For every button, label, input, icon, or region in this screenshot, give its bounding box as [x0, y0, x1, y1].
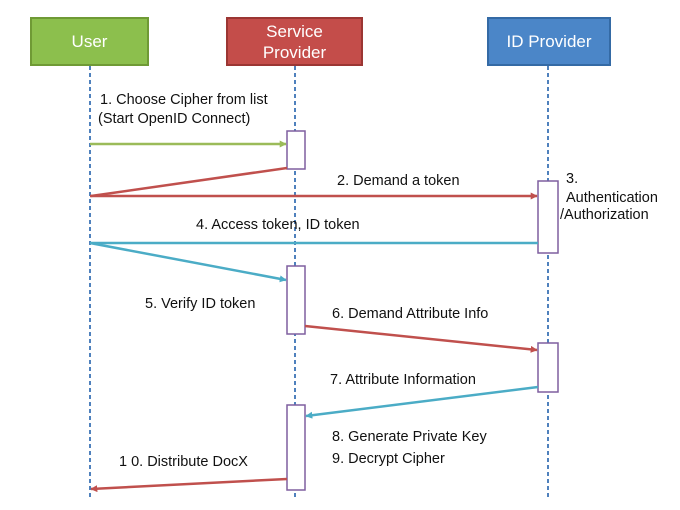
arrow-10-distribute-docx	[90, 477, 288, 493]
actor-service-provider: Service Provider	[226, 17, 363, 66]
step-10-label: 1 0. Distribute DocX	[119, 454, 248, 470]
activation-sp-3	[286, 404, 306, 491]
activation-idp-1	[537, 180, 559, 254]
step-8-label: 8. Generate Private Key	[332, 429, 487, 445]
arrow-sp-return	[90, 166, 288, 198]
arrow-6-demand-attribute	[304, 324, 538, 353]
step-7-label: 7. Attribute Information	[330, 372, 476, 388]
step-1-label-line2: (Start OpenID Connect)	[98, 111, 251, 127]
step-2-label: 2. Demand a token	[337, 173, 460, 189]
actor-service-provider-label: Service Provider	[263, 21, 326, 63]
actor-sp-label-line1: Service	[266, 21, 323, 41]
activation-sp-1	[286, 130, 306, 170]
step-6-label: 6. Demand Attribute Info	[332, 306, 489, 322]
step-5-label: 5. Verify ID token	[145, 296, 256, 312]
activation-sp-2	[286, 265, 306, 335]
step-3-label-line1: Authentication	[566, 190, 658, 206]
actor-id-provider-label: ID Provider	[506, 32, 592, 51]
actor-user: User	[30, 17, 149, 66]
arrow-7-attribute-information	[305, 385, 539, 419]
step-4-label: 4. Access token, ID token	[196, 217, 360, 233]
actor-user-label: User	[71, 32, 108, 51]
step-9-label: 9. Decrypt Cipher	[332, 451, 445, 467]
step-3-label-line2: /Authorization	[560, 207, 649, 223]
arrow-4-forward-to-sp	[89, 241, 287, 283]
activation-idp-2	[537, 342, 559, 393]
actor-sp-label-line2: Provider	[262, 42, 327, 62]
step-1-label-line1: 1. Choose Cipher from list	[100, 92, 268, 108]
actor-id-provider: ID Provider	[487, 17, 611, 66]
step-3-number: 3.	[566, 171, 579, 187]
